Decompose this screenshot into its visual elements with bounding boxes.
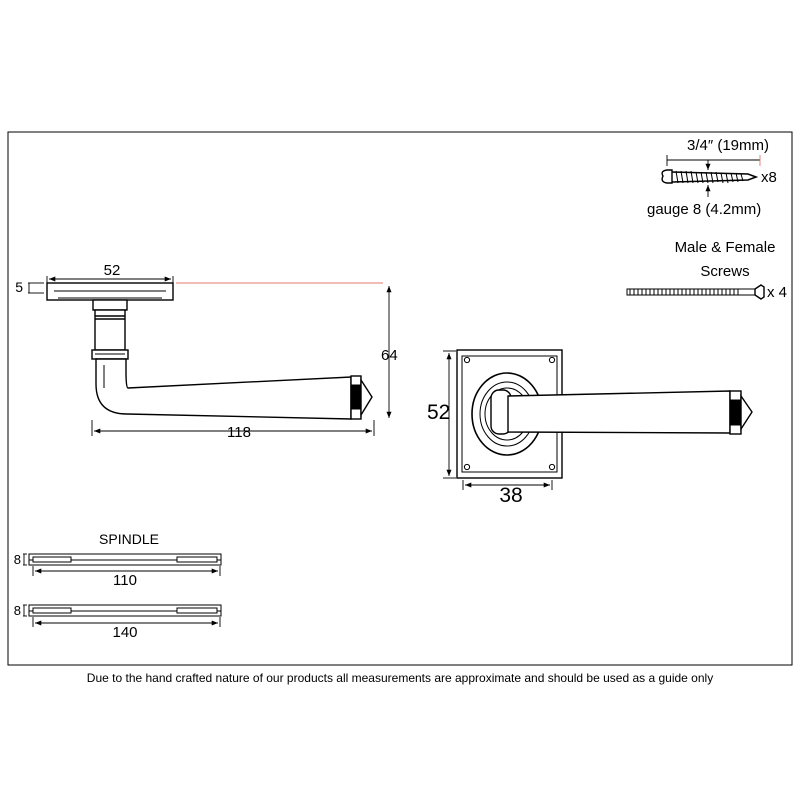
- lever-length-label: 118: [227, 424, 251, 441]
- drawing-frame: [7, 131, 793, 666]
- screw-qty-label: x8: [761, 169, 777, 186]
- spindle-2-length-label: 140: [112, 624, 137, 641]
- bolt-icon: [626, 284, 765, 300]
- rose-diameter-label: 52: [104, 262, 121, 279]
- rose-thickness-label: 5: [15, 279, 23, 295]
- backplate-width-label: 38: [499, 484, 522, 507]
- bolt-title-line-2: Screws: [700, 263, 749, 280]
- bolt-group: Male & Female Screws x 4: [626, 239, 787, 301]
- spindle-1-length-label: 110: [113, 572, 137, 589]
- projection-label: 64: [381, 347, 398, 364]
- lever-front-view: [456, 349, 753, 479]
- wood-screw-icon: [661, 169, 759, 184]
- spindle-title: SPINDLE: [99, 531, 159, 547]
- lever-side-view: [46, 282, 373, 420]
- bolt-qty-label: x 4: [767, 284, 787, 301]
- spindle-140: 8 140: [14, 603, 222, 641]
- side-view-dimensions: 52 5 64 118: [15, 262, 397, 441]
- spindle-110: 8 110: [14, 552, 222, 589]
- spindle-2-size-label: 8: [14, 603, 21, 618]
- screw-length-label: 3/4″ (19mm): [687, 137, 769, 154]
- wood-screw-group: 3/4″ (19mm) x8 gauge 8 (4.2mm): [647, 137, 777, 218]
- backplate-height-label: 52: [427, 401, 450, 424]
- spindle-group: SPINDLE 8 110 8: [14, 531, 222, 641]
- spindle-1-size-label: 8: [14, 552, 21, 567]
- disclaimer-text: Due to the hand crafted nature of our pr…: [86, 671, 714, 685]
- screw-gauge-label: gauge 8 (4.2mm): [647, 201, 761, 218]
- bolt-title-line-1: Male & Female: [675, 239, 776, 256]
- front-view-dimensions: 52 38: [427, 350, 553, 507]
